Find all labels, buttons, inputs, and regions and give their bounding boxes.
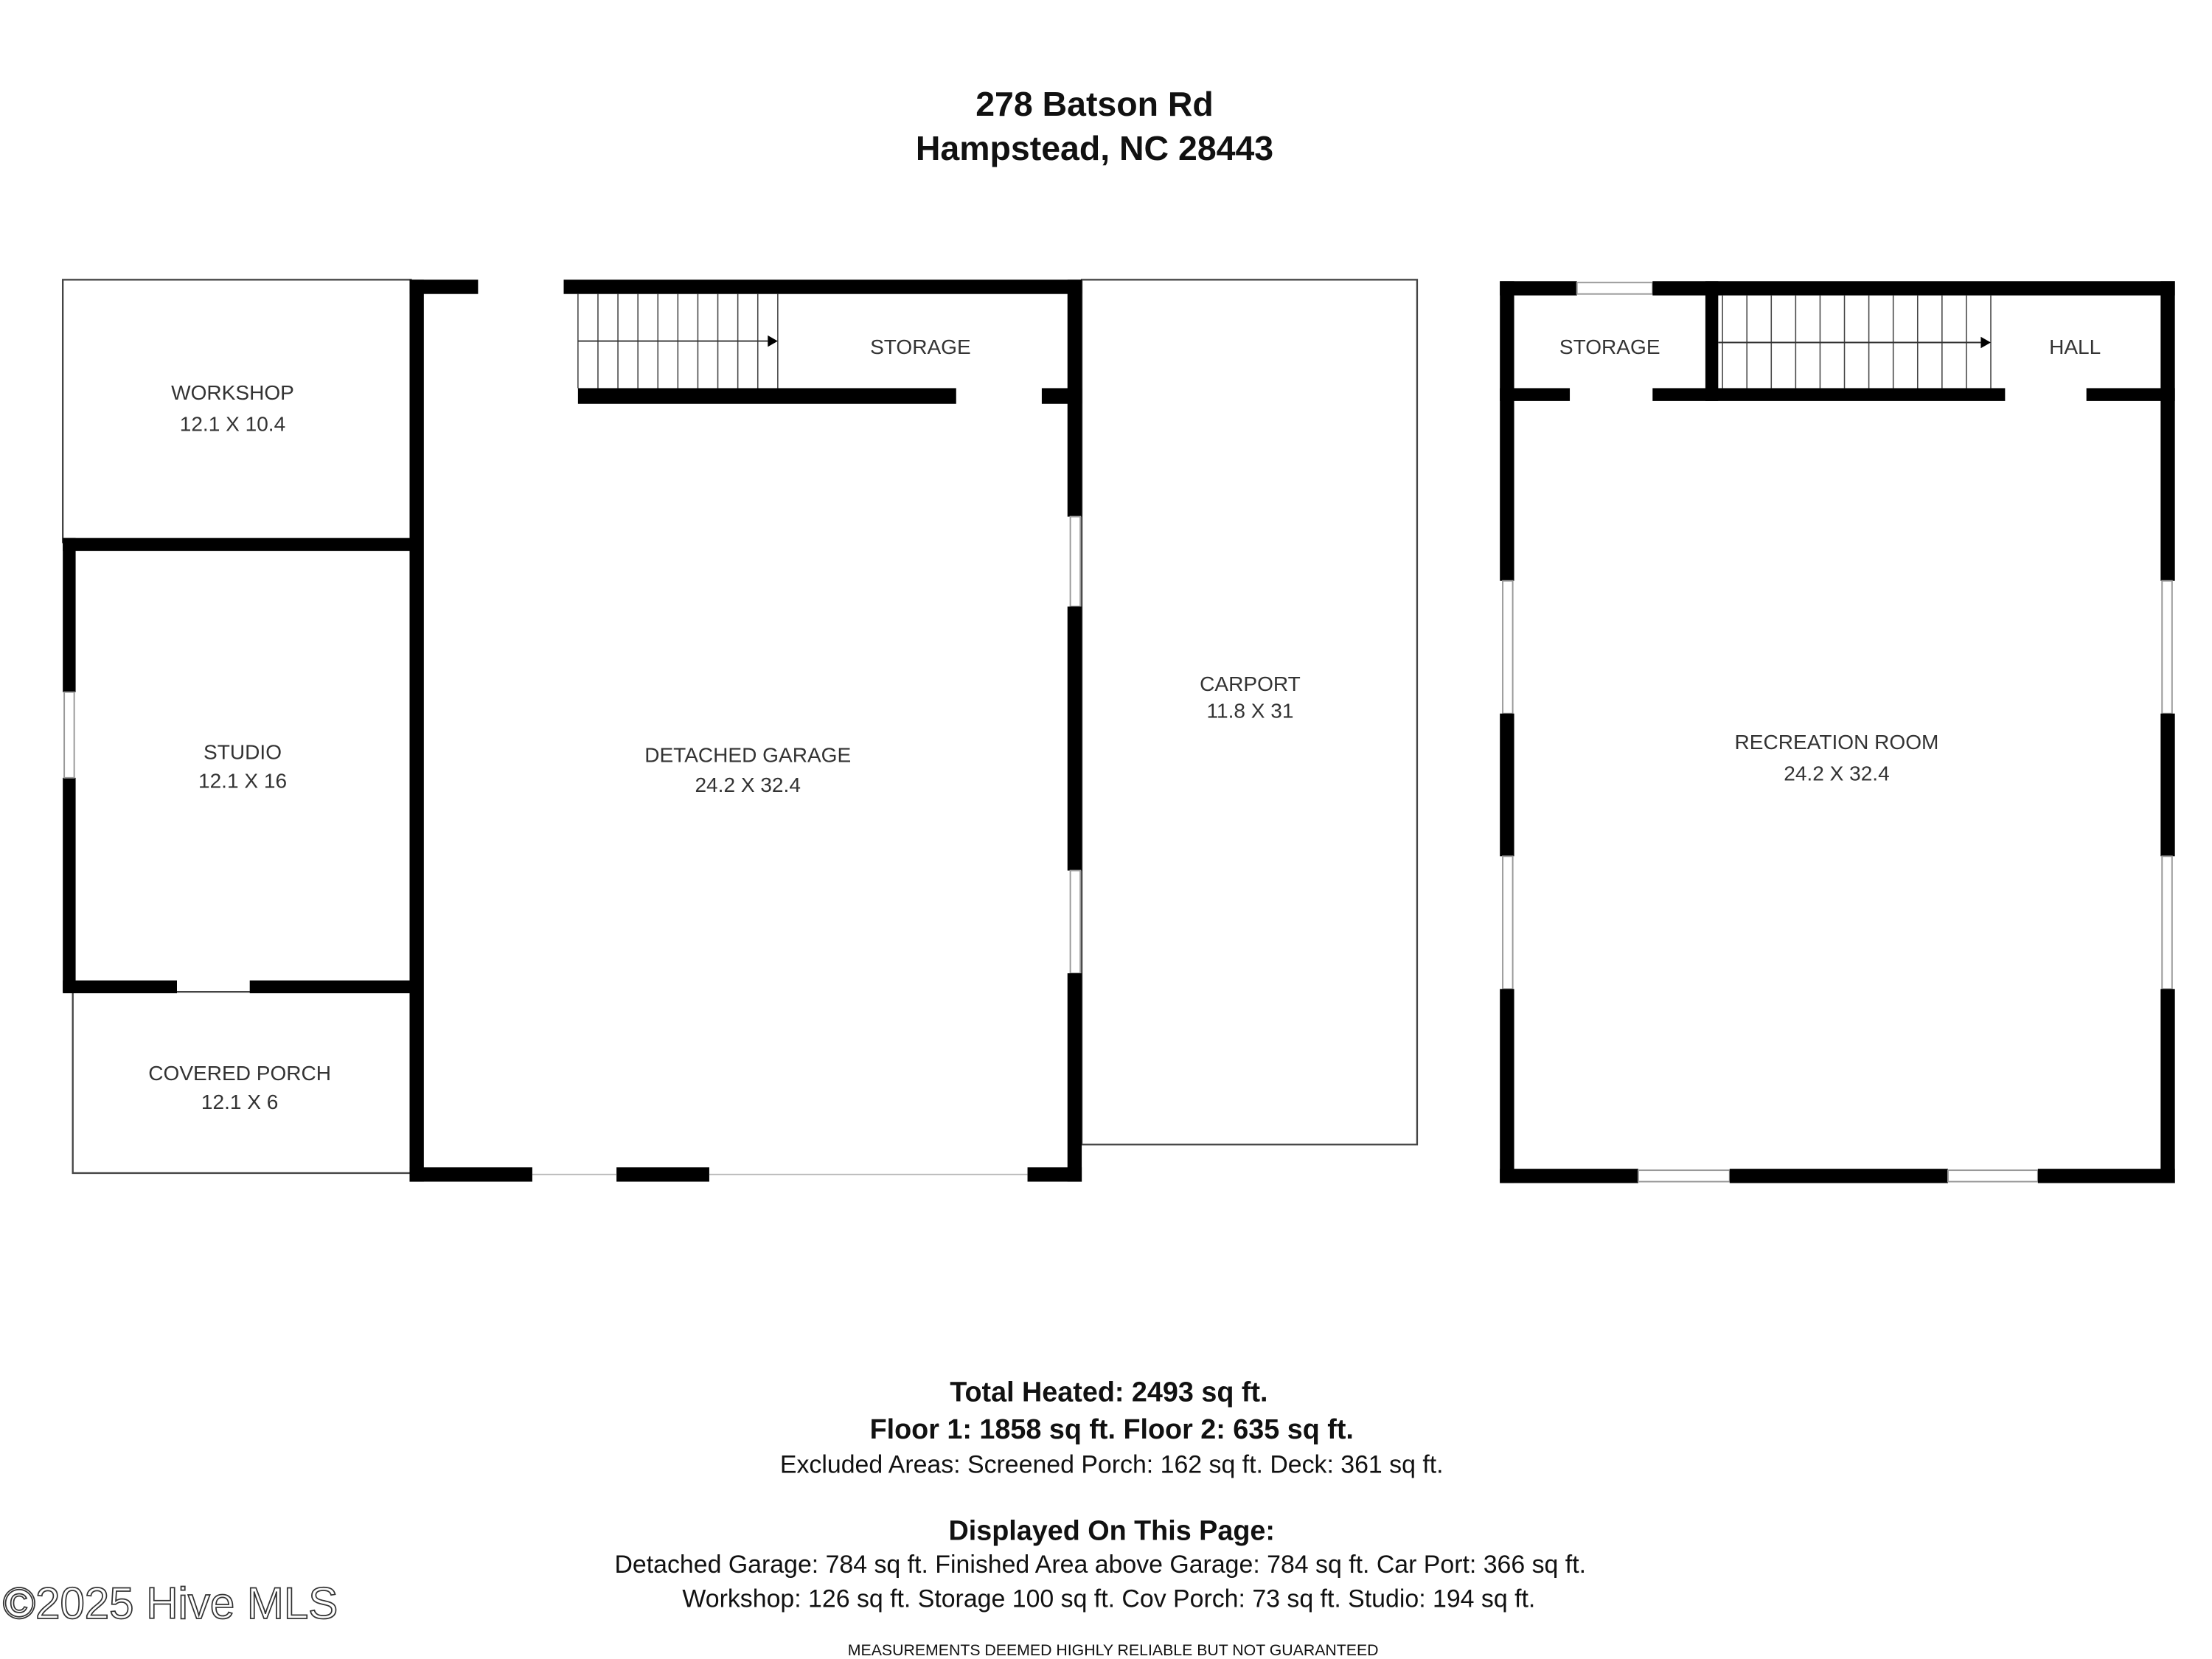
- displayed-line-2: Workshop: 126 sq ft. Storage 100 sq ft. …: [682, 1585, 1535, 1613]
- wall: [2160, 989, 2175, 1183]
- window: [1069, 515, 1082, 608]
- floor-2-plan: STORAGE HALL RECREATION ROOM 24.2 X 32.4: [1500, 281, 2175, 1183]
- window: [1069, 869, 1082, 974]
- room-name-carport: CARPORT: [1200, 672, 1301, 695]
- displayed-heading: Displayed On This Page:: [949, 1514, 1275, 1545]
- window: [1637, 1169, 1731, 1183]
- disclaimer: MEASUREMENTS DEEMED HIGHLY RELIABLE BUT …: [848, 1641, 1379, 1659]
- wall: [1652, 281, 2175, 296]
- wall: [63, 777, 76, 992]
- room-name-workshop: WORKSHOP: [171, 381, 294, 404]
- wall: [63, 538, 76, 692]
- wall: [1652, 388, 2006, 401]
- room-name-studio: STUDIO: [204, 741, 282, 764]
- wall: [1067, 973, 1082, 1182]
- room-name-recreation-room: RECREATION ROOM: [1735, 731, 1939, 754]
- wall: [409, 1167, 532, 1182]
- total-heated: Total Heated: 2493 sq ft.: [950, 1377, 1267, 1408]
- room-name-storage: STORAGE: [870, 335, 971, 358]
- wall: [409, 279, 424, 1182]
- wall: [2160, 281, 2175, 581]
- wall: [1705, 281, 1719, 401]
- wall: [63, 538, 414, 552]
- room-dims-covered-porch: 12.1 X 6: [201, 1091, 278, 1113]
- wall: [1500, 989, 1514, 1183]
- wall: [1067, 606, 1082, 871]
- room-name-detached-garage: DETACHED GARAGE: [644, 744, 851, 767]
- wall: [249, 980, 414, 994]
- address-line-1: 278 Batson Rd: [975, 85, 1214, 123]
- workshop-outline: [62, 279, 412, 543]
- address-line-2: Hampstead, NC 28443: [916, 129, 1273, 167]
- wall: [2037, 1169, 2175, 1183]
- wall: [1500, 1169, 1638, 1183]
- excluded-areas: Excluded Areas: Screened Porch: 162 sq f…: [780, 1450, 1444, 1478]
- wall: [2086, 388, 2175, 401]
- wall: [1500, 713, 1514, 857]
- wall: [1500, 281, 1577, 296]
- wall: [409, 279, 479, 294]
- room-dims-recreation-room: 24.2 X 32.4: [1784, 762, 1889, 785]
- wall: [1027, 1167, 1082, 1182]
- wall: [1041, 388, 1082, 404]
- window: [1502, 580, 1514, 714]
- wall: [1500, 388, 1571, 401]
- wall: [2160, 713, 2175, 857]
- room-name-hall: HALL: [2049, 335, 2101, 358]
- wall: [563, 279, 1082, 294]
- wall: [1729, 1169, 1948, 1183]
- wall: [616, 1167, 709, 1182]
- window: [63, 691, 75, 779]
- watermark: ©2025 Hive MLS: [3, 1579, 338, 1628]
- window: [2161, 580, 2173, 714]
- stair-arrow-head: [1980, 336, 1991, 349]
- displayed-line-1: Detached Garage: 784 sq ft. Finished Are…: [614, 1551, 1586, 1579]
- wall: [63, 980, 178, 994]
- floor-areas: Floor 1: 1858 sq ft. Floor 2: 635 sq ft.: [870, 1413, 1354, 1444]
- wall: [1500, 281, 1514, 581]
- window: [2161, 855, 2173, 990]
- room-dims-workshop: 12.1 X 10.4: [180, 413, 285, 436]
- floor-1-plan: WORKSHOP 12.1 X 10.4 STUDIO 12.1 X 16 CO…: [62, 279, 1419, 1182]
- room-dims-detached-garage: 24.2 X 32.4: [695, 773, 800, 796]
- room-dims-studio: 12.1 X 16: [198, 769, 287, 792]
- room-name-covered-porch: COVERED PORCH: [148, 1062, 331, 1085]
- window: [1576, 282, 1654, 295]
- wall: [577, 388, 956, 404]
- window: [1947, 1169, 2039, 1183]
- stair-arrow-head: [768, 335, 778, 347]
- room-name-storage-2: STORAGE: [1559, 335, 1660, 358]
- window: [1502, 855, 1514, 990]
- room-dims-carport: 11.8 X 31: [1206, 700, 1293, 723]
